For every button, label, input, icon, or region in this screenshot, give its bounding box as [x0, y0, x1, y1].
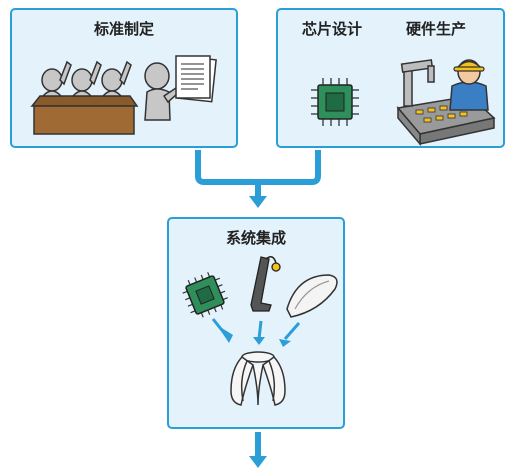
pole-bracket-icon — [250, 256, 281, 312]
panel-standards: 标准制定 — [10, 8, 238, 148]
panel-standards-title: 标准制定 — [93, 20, 154, 38]
panel-hardware-production-title: 硬件生产 — [406, 20, 467, 38]
chip-icon — [311, 78, 359, 126]
document-icon — [175, 55, 217, 103]
panel-system-integration: 系统集成 — [167, 217, 345, 429]
chip-icon — [182, 272, 228, 318]
people-voting-icon — [30, 55, 217, 135]
worker-icon — [449, 59, 489, 111]
lamp-head-icon — [286, 274, 338, 318]
panel-chip-design-title: 芯片设计 — [302, 20, 363, 38]
integration-illustration — [182, 256, 338, 406]
panel-system-integration-title: 系统集成 — [225, 229, 286, 247]
light-fixture-icon — [230, 351, 286, 406]
panel-design-production: 芯片设计 硬件生产 — [276, 8, 505, 148]
